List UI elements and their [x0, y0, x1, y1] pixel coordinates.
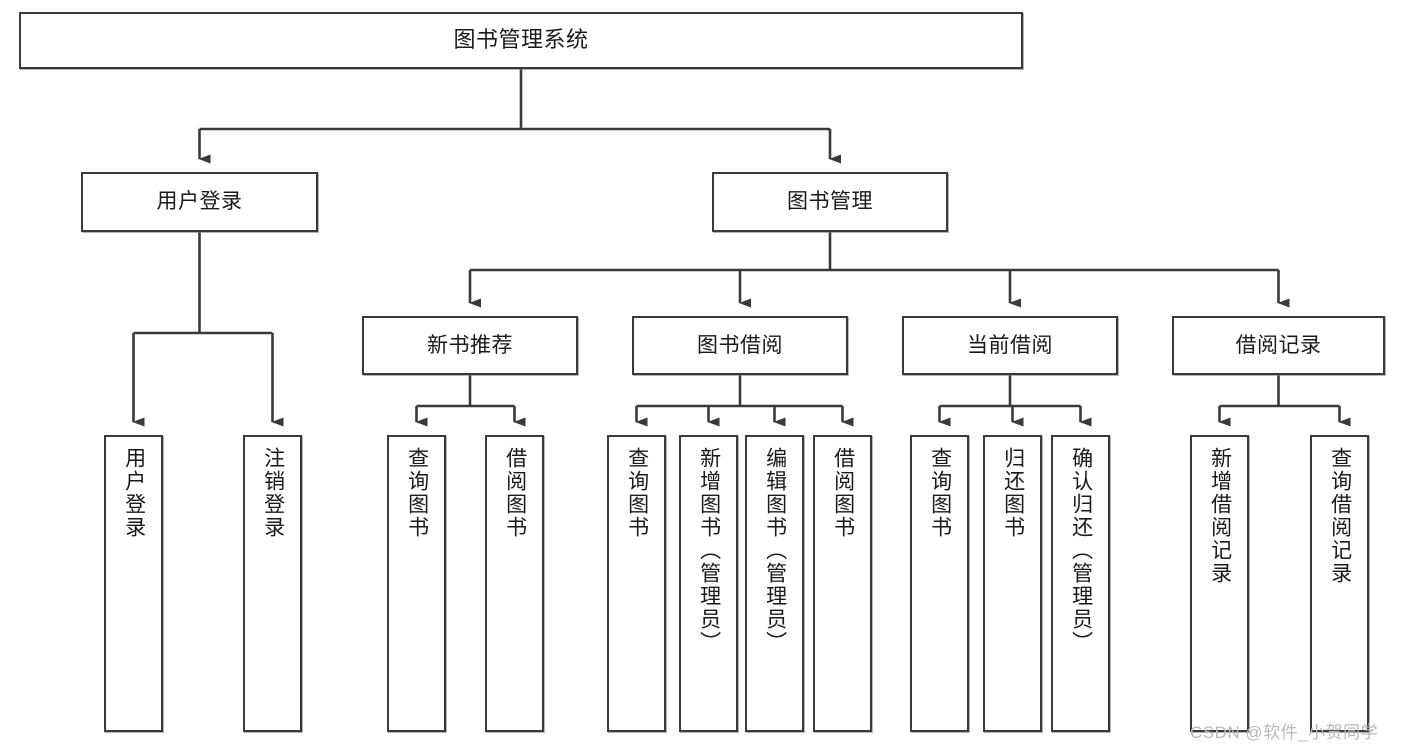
node-label: 借阅图书 — [503, 447, 527, 539]
node-label: 新书推荐 — [427, 333, 513, 357]
node-leaf-query-book-rec[interactable]: 查询图书 — [387, 435, 446, 732]
node-label: 图书管理 — [787, 190, 873, 214]
node-leaf-add-book[interactable]: 新增图书（管理员） — [679, 435, 738, 732]
node-label: 用户登录 — [122, 447, 146, 539]
node-leaf-user-login[interactable]: 用户登录 — [104, 435, 163, 732]
node-label: 查询借阅记录 — [1328, 447, 1352, 585]
node-current-borrow[interactable]: 当前借阅 — [902, 316, 1118, 375]
node-label: 查询图书 — [405, 447, 429, 539]
node-leaf-query-book-br[interactable]: 查询图书 — [607, 435, 666, 732]
node-label: 用户登录 — [156, 190, 243, 214]
node-root[interactable]: 图书管理系统 — [19, 12, 1023, 69]
node-new-book-recommend[interactable]: 新书推荐 — [362, 316, 578, 375]
node-leaf-query-record[interactable]: 查询借阅记录 — [1310, 435, 1369, 732]
node-leaf-add-record[interactable]: 新增借阅记录 — [1190, 435, 1249, 732]
node-user-login[interactable]: 用户登录 — [81, 172, 318, 232]
node-borrow-record[interactable]: 借阅记录 — [1172, 316, 1385, 375]
node-leaf-logout[interactable]: 注销登录 — [243, 435, 302, 732]
node-label: 新增借阅记录 — [1208, 447, 1232, 585]
node-leaf-query-book-cb[interactable]: 查询图书 — [910, 435, 969, 732]
node-label: 注销登录 — [261, 447, 285, 539]
node-leaf-borrow-book-rec[interactable]: 借阅图书 — [485, 435, 544, 732]
node-label: 编辑图书（管理员） — [763, 447, 787, 654]
node-label: 图书管理系统 — [453, 27, 589, 53]
node-label: 图书借阅 — [697, 333, 783, 357]
node-book-borrow[interactable]: 图书借阅 — [632, 316, 848, 375]
node-book-manage[interactable]: 图书管理 — [712, 172, 948, 232]
node-label: 借阅记录 — [1235, 333, 1322, 357]
node-label: 查询图书 — [928, 447, 952, 539]
node-label: 查询图书 — [625, 447, 649, 539]
node-leaf-borrow-book-br[interactable]: 借阅图书 — [813, 435, 872, 732]
node-label: 确认归还（管理员） — [1069, 447, 1093, 654]
node-label: 归还图书 — [1001, 447, 1025, 539]
node-label: 新增图书（管理员） — [697, 447, 721, 654]
node-label: 借阅图书 — [831, 447, 855, 539]
node-leaf-confirm-return[interactable]: 确认归还（管理员） — [1051, 435, 1110, 732]
node-label: 当前借阅 — [967, 333, 1053, 357]
node-leaf-edit-book[interactable]: 编辑图书（管理员） — [745, 435, 804, 732]
csdn-watermark: CSDN @软件_小贺同学 — [1190, 723, 1379, 742]
node-leaf-return-book[interactable]: 归还图书 — [983, 435, 1042, 732]
